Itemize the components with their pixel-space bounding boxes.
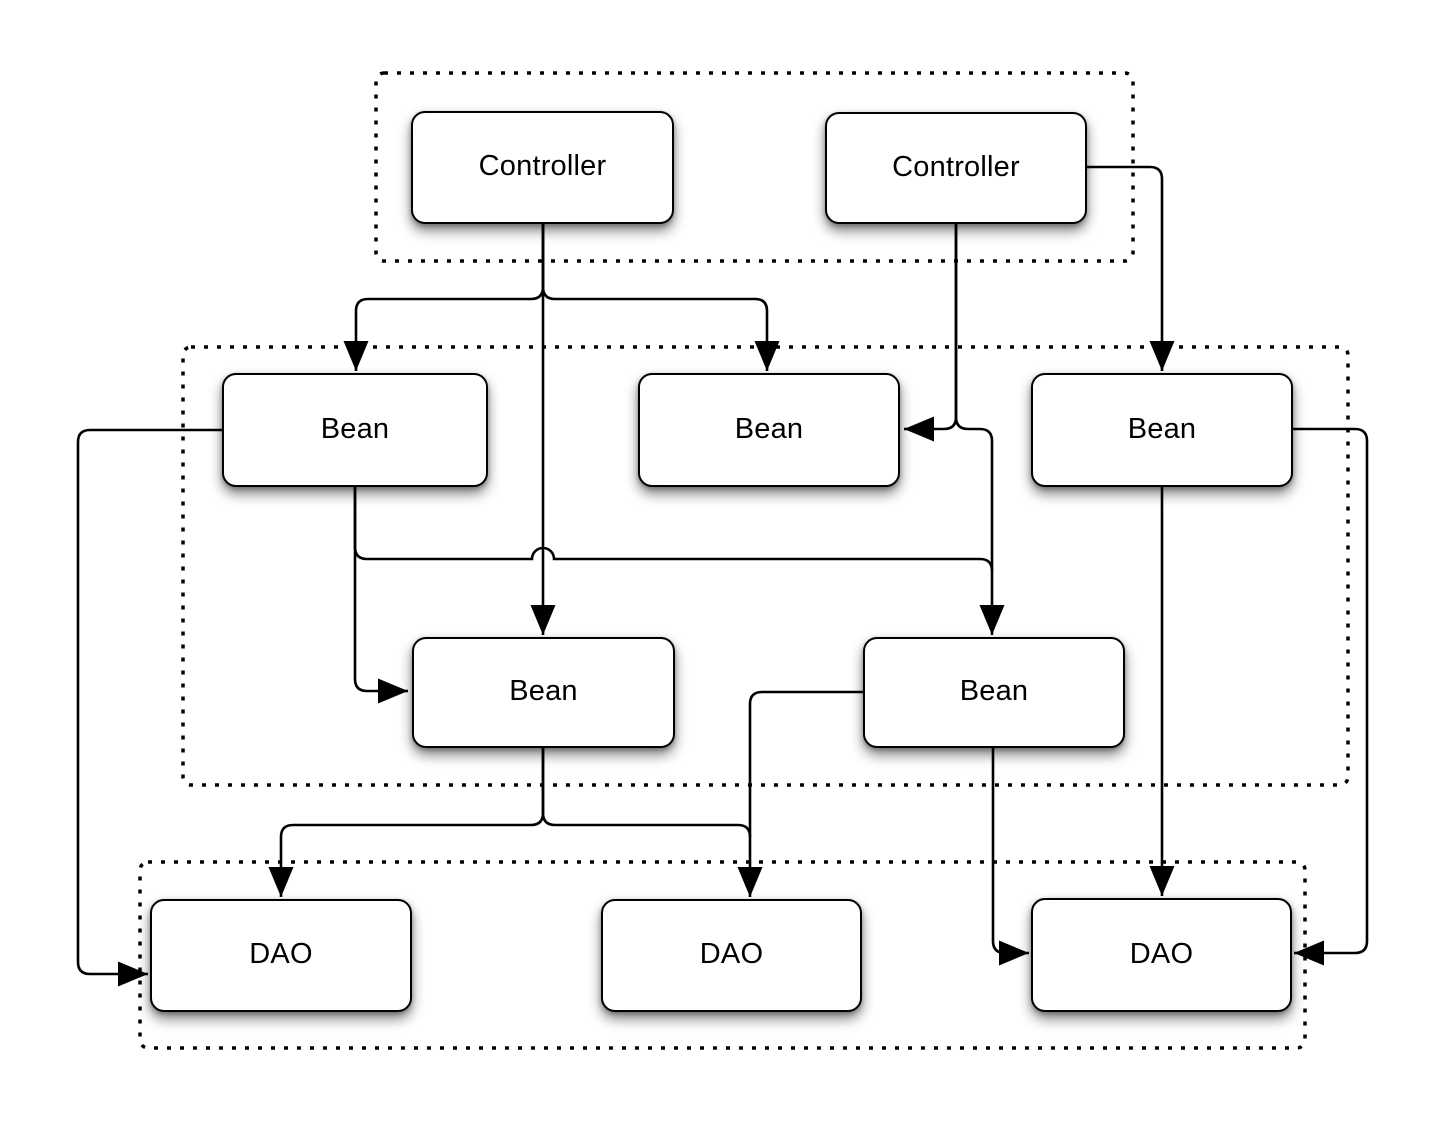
edge-bean1-to-bean4 [353,487,408,704]
node-bean-3: Bean [1031,373,1293,487]
edge-bean5-to-dao3 [991,748,1029,966]
node-controller-1: Controller [411,111,674,224]
node-dao-1-label: DAO [249,938,313,970]
node-bean-5: Bean [863,637,1125,748]
node-controller-1-label: Controller [478,150,607,182]
node-bean-1: Bean [222,373,488,487]
node-bean-4-label: Bean [509,675,578,707]
node-dao-1: DAO [150,899,412,1012]
edge-bean4-to-dao2 [541,748,752,838]
edge-bean1-to-dao1 [76,428,222,987]
edge-bean1-to-bean5 [353,487,994,572]
node-dao-2-label: DAO [699,938,764,970]
edge-controller1-to-bean2 [541,224,780,371]
edge-bean5-to-dao2 [737,690,863,897]
node-bean-5-label: Bean [959,675,1029,707]
node-controller-2-label: Controller [892,150,1020,183]
node-bean-1-label: Bean [320,412,390,445]
node-bean-2: Bean [638,373,900,487]
edge-controller2-to-bean5 [954,224,1005,635]
dao-layer-border [138,860,1307,1050]
edge-controller2-to-bean3 [1087,165,1175,371]
node-dao-3-label: DAO [1129,937,1194,970]
edge-controller2-to-bean2 [904,224,958,442]
edge-bean3-to-dao3-right [1293,427,1369,966]
node-dao-2: DAO [601,899,862,1012]
edge-bean4-to-dao1 [268,748,545,897]
node-bean-2-label: Bean [734,412,804,445]
node-bean-3-label: Bean [1127,412,1197,445]
node-controller-2: Controller [825,112,1087,224]
edge-controller1-to-bean1 [343,224,545,371]
node-dao-3: DAO [1031,898,1292,1012]
node-bean-4: Bean [412,637,675,748]
